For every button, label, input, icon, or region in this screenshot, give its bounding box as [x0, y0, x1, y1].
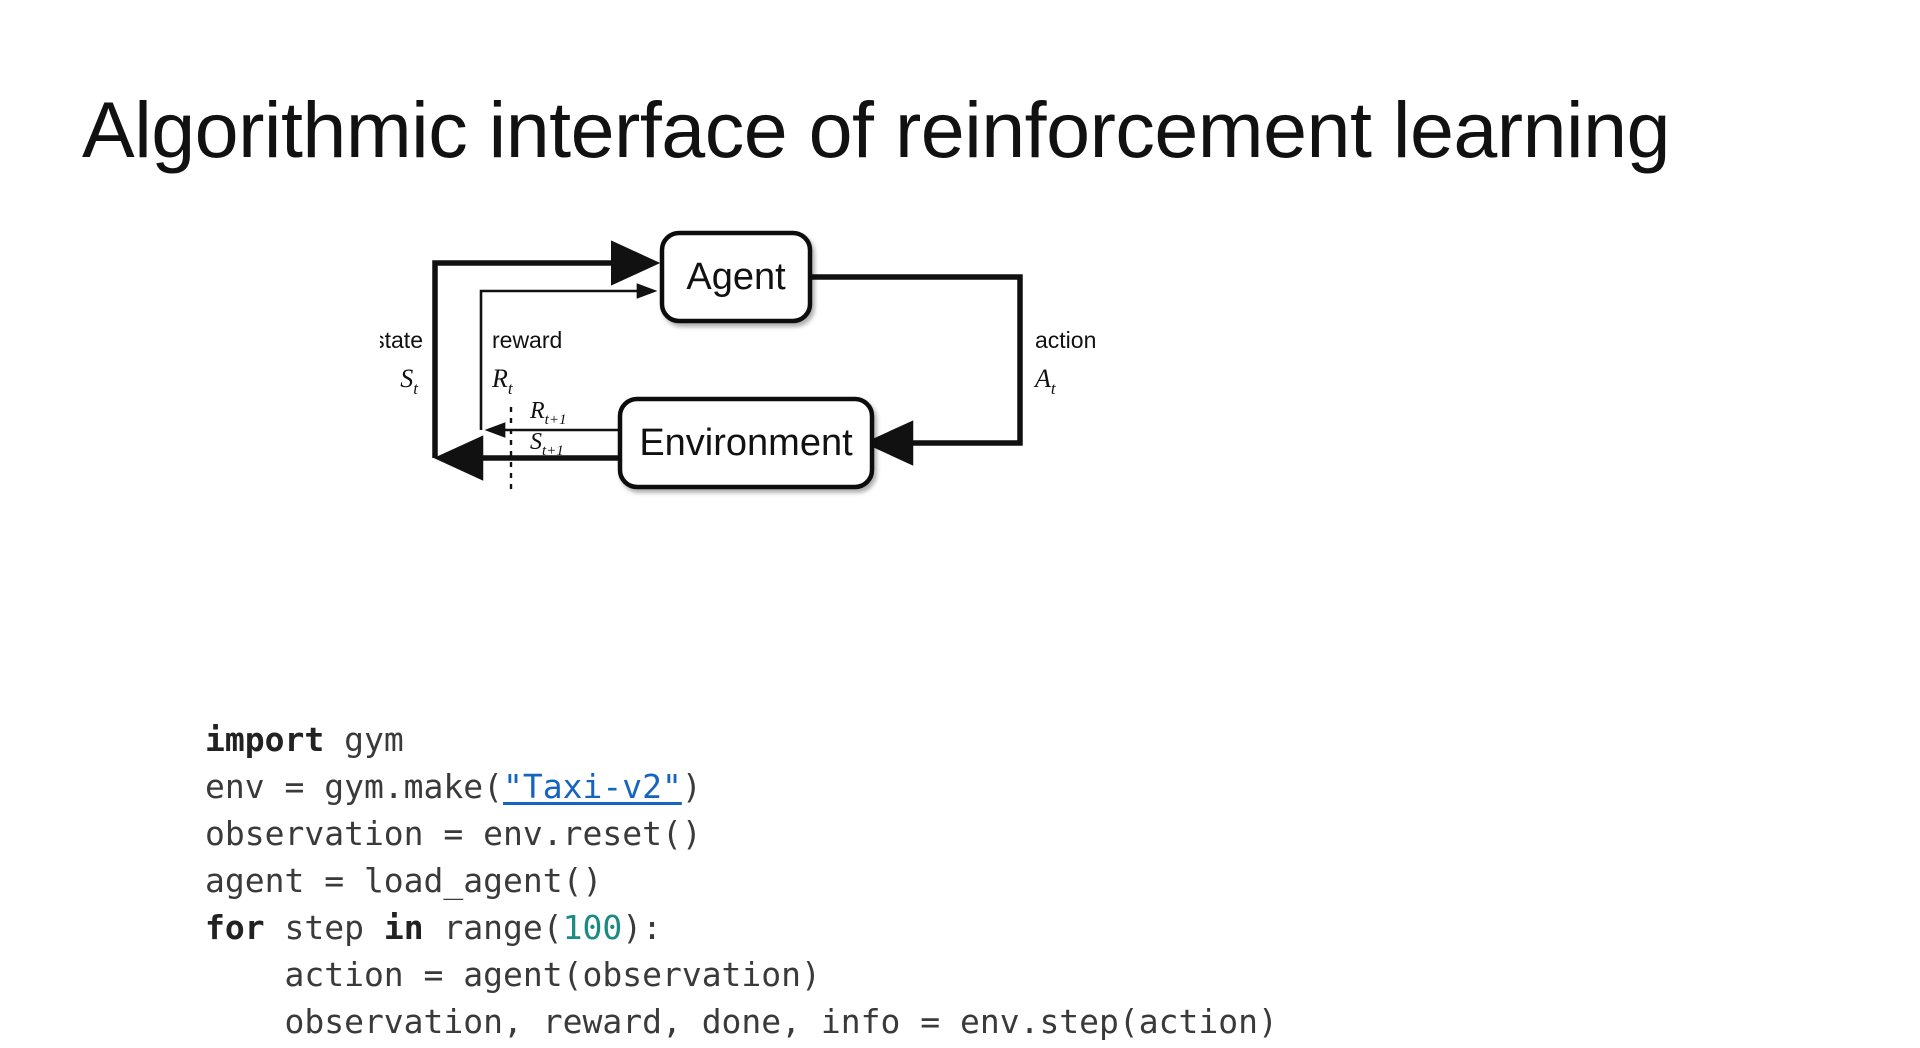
code-text: observation = env.reset() — [205, 814, 702, 853]
code-block: import gym env = gym.make("Taxi-v2") obs… — [205, 716, 1278, 1045]
code-number-literal: 100 — [562, 908, 623, 947]
code-line: agent = load_agent() — [205, 861, 602, 900]
label-reward-next: Rt+1 — [529, 398, 566, 428]
label-action: action At — [1033, 327, 1096, 398]
code-text: gym — [324, 720, 404, 759]
code-text: agent = load_agent() — [205, 861, 603, 900]
page-title: Algorithmic interface of reinforcement l… — [82, 84, 1670, 174]
code-text: step — [264, 908, 384, 947]
label-reward: reward Rt — [491, 327, 562, 398]
code-line: import gym — [205, 720, 404, 759]
code-text: env = gym.make( — [205, 767, 504, 806]
state-path — [432, 240, 661, 458]
label-reward-text: reward — [492, 327, 562, 353]
code-keyword: in — [383, 908, 424, 947]
code-line: for step in range(100): — [205, 908, 662, 947]
label-action-text: action — [1035, 327, 1096, 353]
label-state: state St — [380, 327, 423, 398]
rl-loop-diagram: Agent Environment state St reward Rt act… — [380, 215, 1200, 515]
label-state-text: state — [380, 327, 423, 353]
node-environment: Environment — [617, 396, 875, 490]
agent-environment-diagram: Agent Environment state St reward Rt act… — [380, 230, 1096, 495]
action-path — [810, 274, 1023, 466]
code-line: observation = env.reset() — [205, 814, 702, 853]
node-agent: Agent — [659, 230, 813, 324]
label-state-next: St+1 — [530, 429, 564, 459]
code-text: action = agent(observation) — [205, 955, 821, 994]
label-state-symbol: St — [400, 364, 419, 398]
code-text: ) — [681, 767, 702, 806]
code-line: observation, reward, done, info = env.st… — [205, 1002, 1278, 1041]
code-text: range( — [423, 908, 563, 947]
code-link-taxi-v2[interactable]: "Taxi-v2" — [503, 767, 682, 806]
code-keyword: for — [205, 908, 265, 947]
label-reward-symbol: Rt — [491, 364, 514, 398]
code-line: env = gym.make("Taxi-v2") — [205, 767, 702, 806]
code-text: ): — [622, 908, 663, 947]
node-environment-label: Environment — [639, 422, 853, 464]
code-text: observation, reward, done, info = env.st… — [205, 1002, 1278, 1041]
code-line: action = agent(observation) — [205, 955, 821, 994]
label-action-symbol: At — [1033, 364, 1057, 398]
code-keyword: import — [205, 720, 325, 759]
node-agent-label: Agent — [686, 256, 786, 298]
reward-path — [479, 283, 658, 430]
